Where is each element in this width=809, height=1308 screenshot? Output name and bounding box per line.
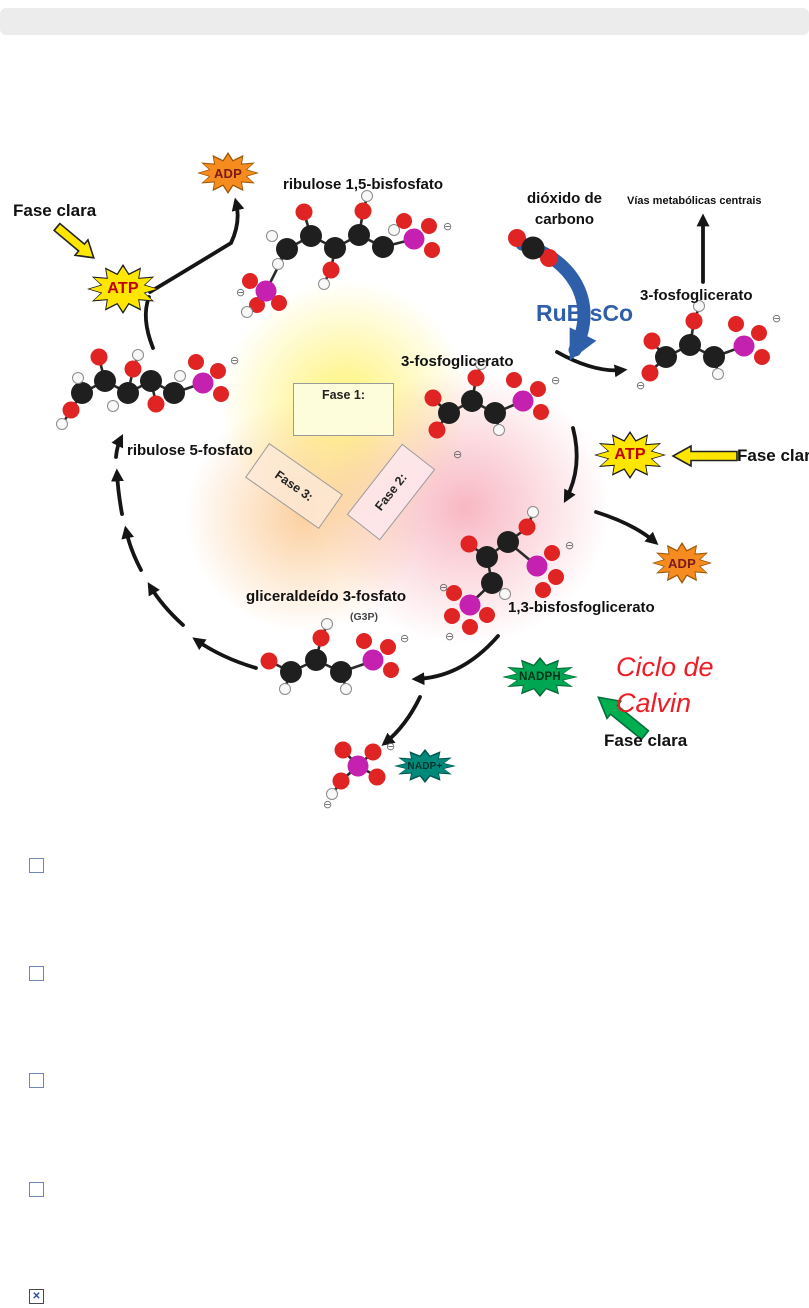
svg-text:⊖: ⊖ — [386, 740, 395, 753]
phase1-box: Fase 1: — [293, 383, 394, 436]
phase3-label: Fase 3: — [272, 467, 316, 505]
ribulose-5-fosfato-label: ribulose 5-fosfato — [127, 442, 253, 459]
nadp-plus-text: NADP+ — [407, 760, 443, 772]
molecule-3-fosfoglicerato-right: ⊖ ⊖ — [636, 300, 781, 392]
phase2-label: Fase 2: — [372, 470, 410, 514]
svg-text:⊖: ⊖ — [565, 539, 574, 552]
fosfoglicerato-right-label: 3-fosfoglicerato — [640, 287, 753, 304]
diagram-title-line2: Calvin — [616, 688, 692, 718]
svg-text:⊖: ⊖ — [445, 630, 454, 643]
vias-metabolicas-label: Vías metabólicas centrais — [627, 195, 762, 207]
molecule-3-fosfoglicerato-mid: ⊖ ⊖ — [424, 358, 560, 461]
fase-clara-arrow-top — [52, 222, 95, 259]
svg-text:⊖: ⊖ — [443, 220, 452, 233]
gliceraldeido-label: gliceraldeído 3-fosfato — [246, 588, 407, 605]
svg-text:⊖: ⊖ — [323, 798, 332, 811]
atp-left-text: ATP — [107, 280, 139, 297]
broken-image-mark: ✕ — [32, 1291, 41, 1302]
phase1-label: Fase 1: — [321, 388, 366, 402]
rubisco-label: RuBisCo — [536, 300, 634, 326]
svg-text:⊖: ⊖ — [772, 312, 781, 325]
molecule-ribulose-5-fosfato: ⊖ — [56, 348, 239, 430]
fase-clara-arrow-bottom — [597, 696, 650, 741]
ribulose-15-bisfosfato-label: ribulose 1,5-bisfosfato — [283, 176, 444, 193]
svg-text:⊖: ⊖ — [636, 379, 645, 392]
broken-image-icon: ✕ — [29, 1289, 44, 1304]
svg-text:⊖: ⊖ — [230, 354, 239, 367]
adp-top-text: ADP — [213, 165, 243, 181]
molecule-13-bisfosfoglicerato: ⊖ ⊖ ⊖ — [439, 506, 574, 643]
answer-checkbox-3[interactable] — [29, 1073, 44, 1088]
molecule-fosfato: ⊖ ⊖ — [323, 740, 395, 811]
svg-text:⊖: ⊖ — [453, 448, 462, 461]
svg-text:⊖: ⊖ — [551, 374, 560, 387]
header-bar — [0, 8, 809, 35]
svg-text:⊖: ⊖ — [236, 286, 245, 299]
adp-right-text: ADP — [667, 555, 697, 571]
answer-checkbox-1[interactable] — [29, 858, 44, 873]
diagram-title-line1: Ciclo de — [616, 652, 714, 682]
calvin-cycle-canvas: ⊖ ⊖ ⊖ ⊖ — [52, 190, 781, 811]
diagram-title: Ciclo de Calvin — [616, 649, 714, 721]
svg-text:⊖: ⊖ — [400, 632, 409, 645]
molecule-co2 — [508, 229, 558, 267]
g3p-label: (G3P) — [350, 611, 379, 623]
fase-clara-arrow-right — [671, 444, 738, 468]
fase-clara-top-label: Fase clara — [13, 201, 97, 220]
fase-clara-right-label: Fase clara — [737, 446, 809, 465]
fosfoglicerato-mid-label: 3-fosfoglicerato — [401, 353, 514, 370]
molecule-ribulose-15-bisfosfato: ⊖ ⊖ — [236, 190, 452, 318]
bisfosfoglicerato-label: 1,3-bisfosfoglicerato — [508, 599, 655, 616]
fase-clara-bottom-label: Fase clara — [604, 731, 688, 750]
dioxido-carbono-label: dióxido de carbono — [527, 190, 602, 228]
atp-right-text: ATP — [614, 446, 646, 463]
nadph-text: NADPH — [519, 671, 561, 683]
answer-checkbox-4[interactable] — [29, 1182, 44, 1197]
answer-checkbox-2[interactable] — [29, 966, 44, 981]
molecule-gliceraldeido-3-fosfato: ⊖ — [260, 618, 409, 695]
svg-text:⊖: ⊖ — [439, 581, 448, 594]
